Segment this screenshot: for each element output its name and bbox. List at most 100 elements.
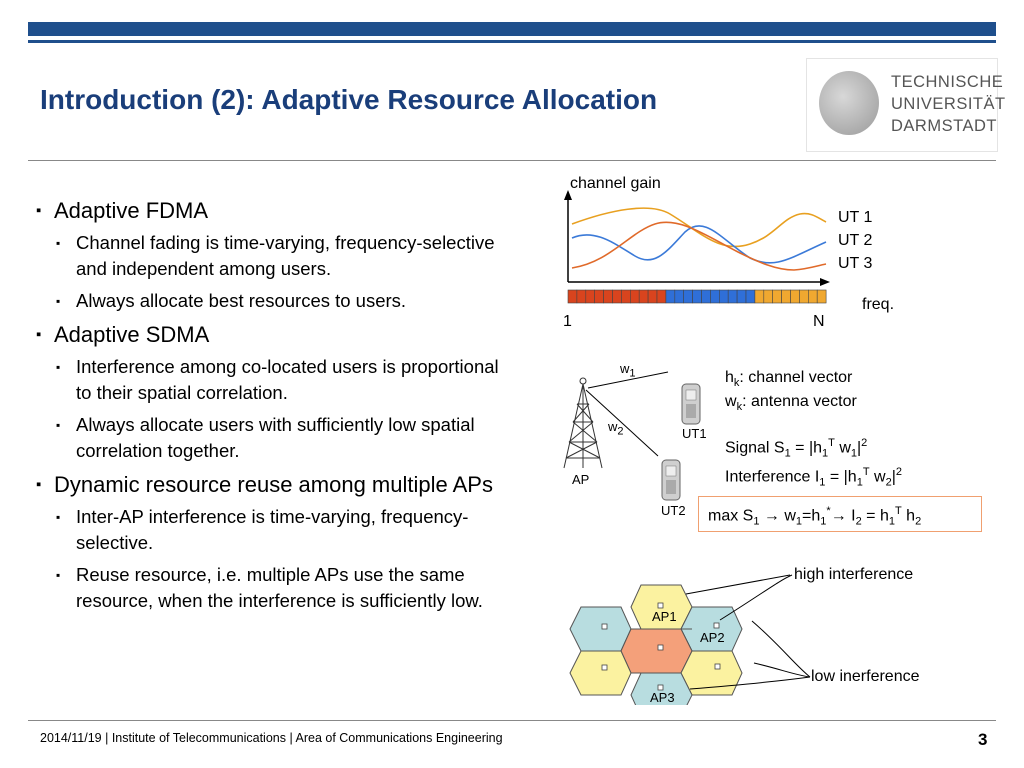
subcarrier-block — [674, 289, 685, 304]
interference-equation: Interference I1 = |h1T w2|2 — [725, 466, 902, 489]
curve-ut1 — [571, 207, 827, 248]
subcarrier-block — [638, 289, 649, 304]
ap-marker — [657, 684, 664, 691]
subcarrier-block — [585, 289, 595, 304]
ut2-label: UT2 — [661, 503, 686, 518]
sub-bullet: Interference among co-located users is p… — [36, 354, 516, 406]
ap-label: AP — [572, 472, 590, 487]
legend-ut1: UT 1 — [838, 209, 873, 226]
ut1-label: UT1 — [682, 426, 707, 441]
channel-gain-label: channel gain — [570, 175, 661, 192]
subcarrier-block — [683, 289, 693, 304]
subcarrier-block — [727, 289, 738, 304]
footer-text: 2014/11/19 | Institute of Telecommunicat… — [40, 731, 503, 745]
callout-high-2 — [719, 574, 793, 621]
sub-bullet: Reuse resource, i.e. multiple APs use th… — [36, 562, 516, 614]
x-axis-arrow-icon — [820, 278, 830, 286]
subcarrier-block — [807, 289, 818, 304]
slide-title: Introduction (2): Adaptive Resource Allo… — [40, 84, 658, 115]
ap-marker — [657, 644, 664, 651]
subcarrier-block — [754, 289, 765, 304]
interference-callouts — [685, 574, 811, 690]
frequency-bar — [567, 289, 827, 304]
header-bar — [28, 22, 996, 36]
subcarrier-block — [772, 289, 782, 304]
ap-marker — [714, 663, 721, 670]
subcarrier-block — [763, 289, 774, 304]
w1-label: w1 — [620, 361, 636, 380]
cell-left-bottom — [569, 650, 632, 696]
subcarrier-block — [665, 289, 676, 304]
subcarrier-block — [799, 289, 809, 304]
subcarrier-block — [692, 289, 702, 304]
beam-w1 — [587, 371, 669, 389]
beam-w2 — [585, 389, 659, 457]
subcarrier-block — [745, 289, 756, 304]
low-interference-label: low inerference — [811, 668, 920, 685]
ap3-label: AP3 — [650, 690, 675, 705]
ap-marker — [601, 623, 608, 630]
subcarrier-block — [719, 289, 729, 304]
hk-definition: hk: channel vector — [725, 369, 853, 390]
header-line — [28, 40, 996, 43]
w2-label: w2 — [608, 419, 624, 438]
ap1-label: AP1 — [652, 609, 677, 624]
legend-ut2: UT 2 — [838, 232, 873, 249]
high-interference-label: high interference — [794, 566, 914, 583]
logo-text: TECHNISCHE UNIVERSITÄT DARMSTADT — [891, 73, 1006, 135]
ap-marker — [657, 602, 664, 609]
curve-ut3 — [571, 221, 827, 271]
callout-high-1 — [685, 574, 791, 595]
subcarrier-block — [736, 289, 747, 304]
seal-icon — [819, 71, 879, 135]
ap-marker — [713, 622, 720, 629]
subcarrier-block — [603, 289, 613, 304]
subcarrier-block — [630, 289, 640, 304]
subcarrier-block — [647, 289, 658, 304]
legend-ut3: UT 3 — [838, 255, 873, 272]
subcarrier-block — [710, 289, 720, 304]
footer-line — [28, 720, 996, 721]
callout-low-2 — [753, 662, 811, 678]
sdma-diagram — [563, 371, 701, 501]
page-number: 3 — [978, 730, 988, 749]
bullet-reuse: Dynamic resource reuse among multiple AP… — [36, 470, 516, 500]
freq-start-label: 1 — [563, 313, 572, 330]
max-equation: max S1 → w1=h1*→ I2 = h1T h2 — [708, 505, 922, 528]
sub-bullet: Always allocate users with sufficiently … — [36, 412, 516, 464]
subcarrier-block — [567, 289, 578, 304]
wk-definition: wk: antenna vector — [725, 393, 857, 414]
subcarrier-block — [701, 289, 711, 304]
fdma-diagram — [564, 190, 830, 304]
subcarrier-block — [790, 289, 800, 304]
university-logo: TECHNISCHE UNIVERSITÄT DARMSTADT — [806, 58, 1005, 152]
bullet-sdma: Adaptive SDMA — [36, 320, 516, 350]
subcarrier-block — [816, 289, 827, 304]
phone-ut2-icon — [661, 459, 681, 501]
bullet-fdma: Adaptive FDMA — [36, 196, 516, 226]
ap2-label: AP2 — [700, 630, 725, 645]
ap-marker — [601, 664, 608, 671]
antenna-tower-icon — [563, 377, 603, 469]
subcarrier-block — [594, 289, 604, 304]
signal-equation: Signal S1 = |h1T w1|2 — [725, 437, 868, 460]
sub-bullet: Always allocate best resources to users. — [36, 288, 516, 314]
bullet-list: Adaptive FDMA Channel fading is time-var… — [36, 196, 516, 620]
subcarrier-block — [621, 289, 631, 304]
optimization-box — [698, 496, 982, 532]
subcarrier-block — [576, 289, 587, 304]
title-separator — [28, 160, 996, 161]
subcarrier-block — [781, 289, 791, 304]
sub-bullet: Inter-AP interference is time-varying, f… — [36, 504, 516, 556]
phone-ut1-icon — [681, 383, 701, 425]
y-axis-arrow-icon — [564, 190, 572, 200]
subcarrier-block — [656, 289, 667, 304]
freq-end-label: N — [813, 313, 825, 330]
subcarrier-block — [612, 289, 622, 304]
callout-low-1 — [751, 620, 811, 678]
sub-bullet: Channel fading is time-varying, frequenc… — [36, 230, 516, 282]
callout-low-3 — [689, 676, 811, 690]
freq-label: freq. — [862, 296, 895, 313]
cell-diagram — [569, 584, 743, 705]
cell-left-top — [569, 606, 632, 652]
